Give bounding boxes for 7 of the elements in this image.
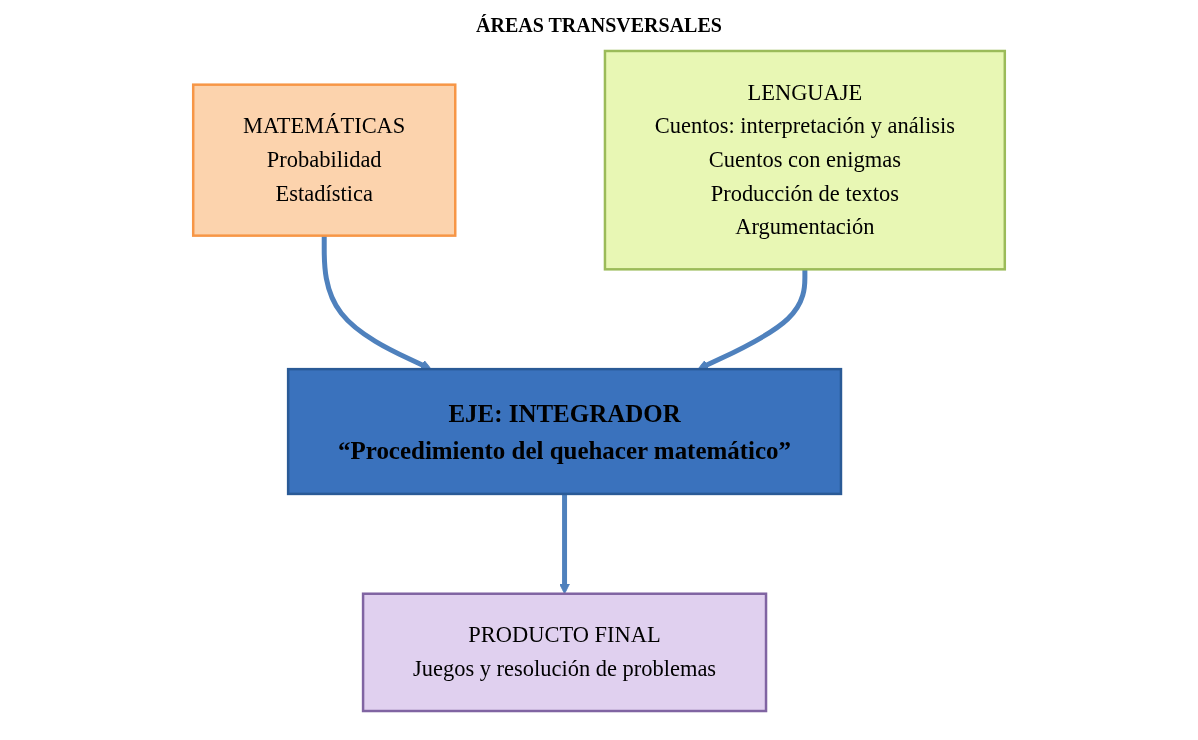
arrow bbox=[321, 235, 432, 370]
arrow bbox=[697, 269, 808, 370]
node-box: EJE: INTEGRADOR “Procedimiento del quehacer matemático” bbox=[286, 367, 843, 496]
diagram-title: ÁREAS TRANSVERSALES bbox=[475, 14, 723, 37]
node-box: PRODUCTO FINAL Juegos y resolución de problemas bbox=[361, 592, 768, 713]
node-box: LENGUAJE Cuentos: interpretación y análisis Cuentos con enigmas Producción de textos Argumentación bbox=[603, 49, 1007, 271]
node-box: MATEMÁTICAS Probabilidad Estadística bbox=[191, 83, 457, 237]
